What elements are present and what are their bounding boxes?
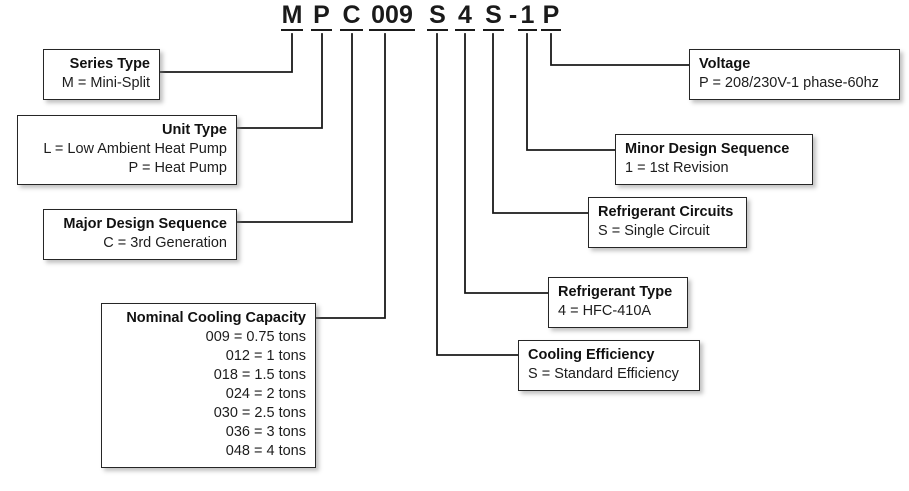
- callout-refrigerant-circuits: Refrigerant Circuits S = Single Circuit: [588, 197, 747, 248]
- callout-line-unit-type-0: L = Low Ambient Heat Pump: [43, 141, 227, 157]
- callout-line-voltage-0: P = 208/230V-1 phase-60hz: [699, 75, 879, 91]
- leader-major-design-sequence: [236, 33, 353, 223]
- callout-title-voltage: Voltage: [699, 56, 751, 72]
- leader-unit-type: [236, 33, 323, 129]
- callout-line-unit-type-1: P = Heat Pump: [128, 160, 227, 176]
- model-char-2: C: [340, 2, 363, 31]
- callout-line-refrigerant-circuits-0: S = Single Circuit: [598, 223, 710, 239]
- callout-title-refrigerant-type: Refrigerant Type: [558, 284, 673, 300]
- leader-series-type: [159, 33, 293, 73]
- callout-line-nominal-cooling-capacity-5: 036 = 3 tons: [225, 424, 306, 440]
- callout-line-nominal-cooling-capacity-6: 048 = 4 tons: [225, 443, 306, 459]
- model-char-9: P: [541, 1, 561, 31]
- leader-cooling-efficiency: [436, 33, 519, 356]
- model-char-1: P: [311, 2, 332, 31]
- callout-series-type: Series Type M = Mini-Split: [43, 49, 160, 100]
- callout-line-cooling-efficiency-0: S = Standard Efficiency: [528, 366, 679, 382]
- callout-title-series-type: Series Type: [69, 56, 150, 72]
- callout-voltage: Voltage P = 208/230V-1 phase-60hz: [689, 49, 900, 100]
- callout-title-refrigerant-circuits: Refrigerant Circuits: [598, 204, 734, 220]
- callout-nominal-cooling-capacity: Nominal Cooling Capacity 009 = 0.75 tons 0…: [101, 303, 316, 468]
- callout-line-minor-design-sequence-0: 1 = 1st Revision: [625, 160, 729, 176]
- model-char-0: M: [281, 1, 303, 31]
- callout-cooling-efficiency: Cooling Efficiency S = Standard Efficienc…: [518, 340, 700, 391]
- callout-title-major-design-sequence: Major Design Sequence: [63, 216, 227, 232]
- leader-minor-design-sequence: [526, 33, 616, 151]
- model-char-8: 1: [518, 2, 537, 31]
- callout-line-refrigerant-type-0: 4 = HFC-410A: [558, 303, 652, 319]
- callout-line-series-type-0: M = Mini-Split: [61, 75, 150, 91]
- callout-title-cooling-efficiency: Cooling Efficiency: [528, 347, 655, 363]
- callout-line-nominal-cooling-capacity-4: 030 = 2.5 tons: [213, 405, 306, 421]
- callout-title-unit-type: Unit Type: [162, 122, 227, 138]
- callout-line-major-design-sequence-0: C = 3rd Generation: [103, 235, 227, 251]
- leader-refrigerant-type: [464, 33, 549, 294]
- callout-major-design-sequence: Major Design Sequence C = 3rd Generation: [43, 209, 237, 260]
- callout-line-nominal-cooling-capacity-1: 012 = 1 tons: [225, 348, 306, 364]
- model-char-6: S: [483, 2, 504, 31]
- callout-line-nominal-cooling-capacity-3: 024 = 2 tons: [225, 386, 306, 402]
- leader-voltage: [550, 33, 690, 66]
- callout-minor-design-sequence: Minor Design Sequence 1 = 1st Revision: [615, 134, 813, 185]
- callout-line-nominal-cooling-capacity-2: 018 = 1.5 tons: [213, 367, 306, 383]
- callout-refrigerant-type: Refrigerant Type 4 = HFC-410A: [548, 277, 688, 328]
- callout-unit-type: Unit Type L = Low Ambient Heat Pump P = He…: [17, 115, 237, 185]
- model-char-5: 4: [455, 2, 475, 31]
- callout-line-nominal-cooling-capacity-0: 009 = 0.75 tons: [205, 329, 306, 345]
- callout-title-minor-design-sequence: Minor Design Sequence: [625, 141, 790, 157]
- leader-nominal-cooling-capacity: [315, 33, 386, 319]
- model-char-7: -: [508, 1, 518, 29]
- model-char-3: 009: [369, 2, 415, 31]
- leader-refrigerant-circuits: [492, 33, 589, 214]
- model-char-4: S: [427, 2, 448, 31]
- callout-title-nominal-cooling-capacity: Nominal Cooling Capacity: [126, 310, 306, 326]
